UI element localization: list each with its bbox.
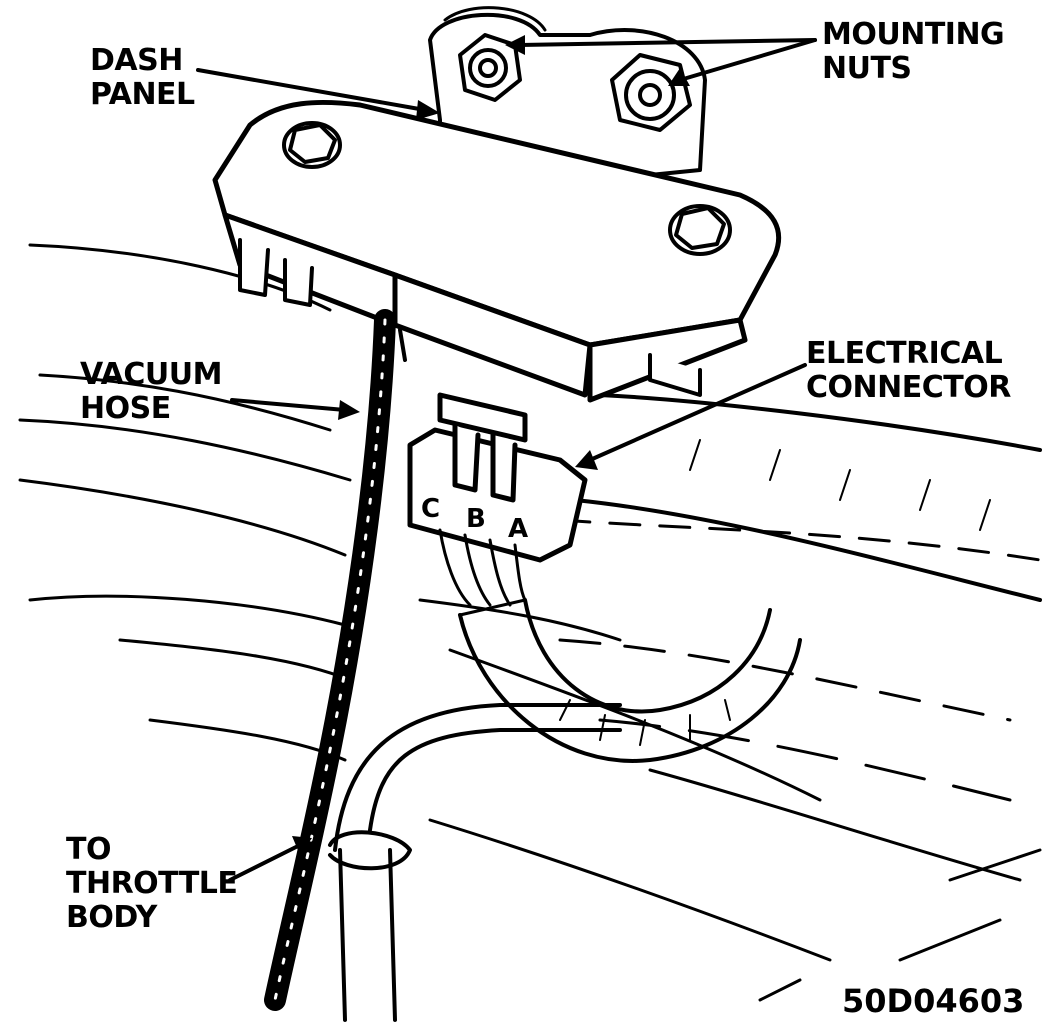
pin-b-label: B	[466, 504, 486, 534]
figure-code: 50D04603	[842, 982, 1025, 1020]
harness-tube	[573, 393, 1042, 602]
mounting-nut-right	[610, 53, 692, 132]
pin-c-label: C	[421, 494, 441, 524]
label-vacuum-hose: VACUUM HOSE	[80, 357, 223, 426]
label-mounting-nuts: MOUNTING NUTS	[822, 17, 1005, 86]
connector-wires	[438, 528, 527, 607]
housing-bolt-right	[668, 204, 732, 256]
housing-bolt-left	[282, 121, 342, 169]
vacuum-hose	[264, 309, 407, 1011]
label-dash-panel: DASH PANEL	[90, 43, 195, 112]
label-electrical-connector: ELECTRICAL CONNECTOR	[806, 336, 1011, 405]
label-to-throttle-body: TO THROTTLE BODY	[66, 832, 238, 935]
body-contour-lines	[18, 243, 1042, 1002]
connector-harness-loop	[458, 598, 802, 763]
rigid-tube	[328, 703, 622, 1022]
leader-lines	[196, 38, 817, 882]
electrical-connector-body	[407, 392, 588, 563]
leader-arrowheads	[292, 35, 690, 855]
housing-feet	[238, 238, 702, 397]
pin-a-label: A	[508, 514, 529, 544]
